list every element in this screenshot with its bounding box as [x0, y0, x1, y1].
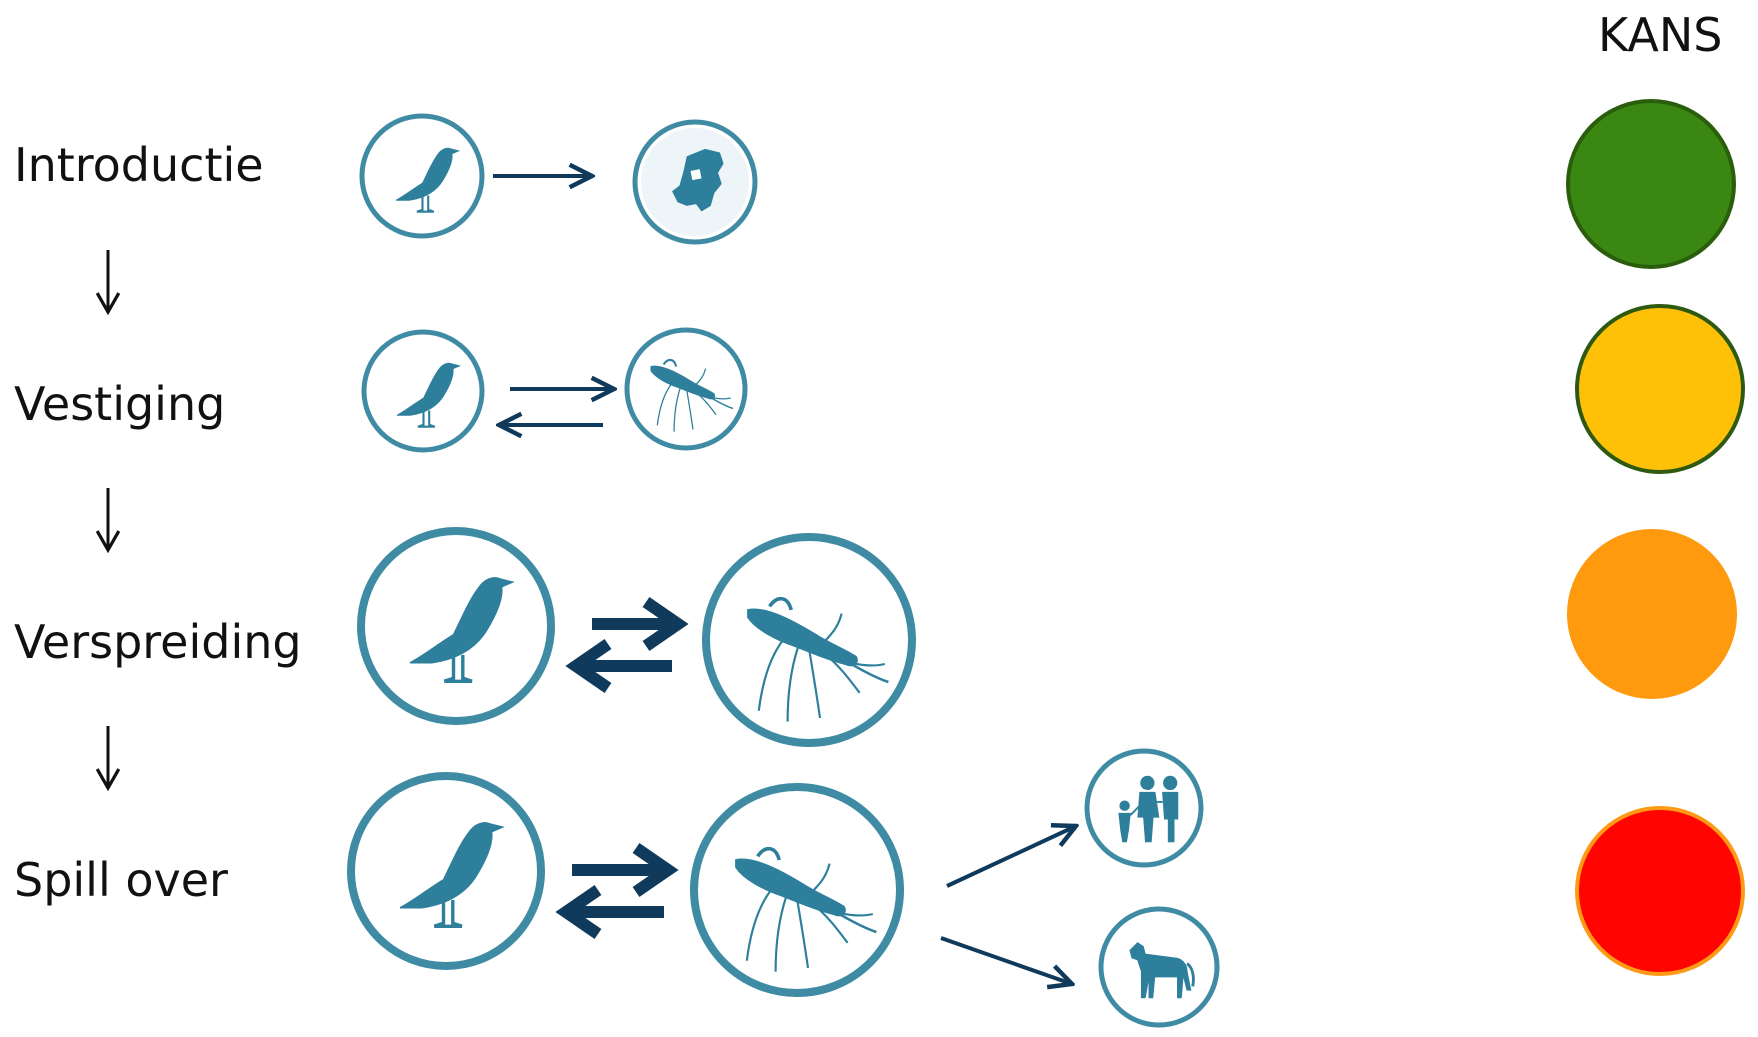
mosquito-icon	[690, 783, 904, 997]
netherlands-map-icon	[632, 119, 758, 245]
kans-header: KANS	[1598, 8, 1723, 62]
horse-icon	[1098, 906, 1220, 1028]
row-spill-over	[347, 748, 1220, 1028]
family-icon	[1084, 748, 1204, 868]
mosquito-icon	[624, 327, 748, 451]
row-vestiging	[361, 327, 748, 453]
probability-dot-spill-over	[1575, 806, 1745, 976]
probability-dot-verspreiding	[1567, 529, 1737, 699]
bird-icon	[347, 772, 545, 970]
row-verspreiding	[357, 527, 916, 747]
stage-label-verspreiding: Verspreiding	[14, 615, 302, 669]
probability-dot-introductie	[1566, 99, 1736, 269]
mosquito-icon	[702, 533, 916, 747]
bird-icon	[361, 329, 485, 453]
arrow-to-horse	[940, 936, 1072, 984]
bird-icon	[357, 527, 555, 725]
stage-label-introductie: Introductie	[14, 138, 264, 192]
probability-dot-vestiging	[1575, 304, 1745, 474]
bird-icon	[359, 113, 485, 239]
bidirectional-arrow-verspreiding	[565, 597, 689, 693]
stage-label-vestiging: Vestiging	[14, 377, 226, 431]
stage-label-spill-over: Spill over	[14, 853, 228, 907]
arrow-to-humans	[946, 826, 1076, 888]
row-introductie	[359, 113, 758, 245]
probability-indicators	[1566, 99, 1745, 976]
bidirectional-arrow-spill-over	[555, 843, 679, 939]
